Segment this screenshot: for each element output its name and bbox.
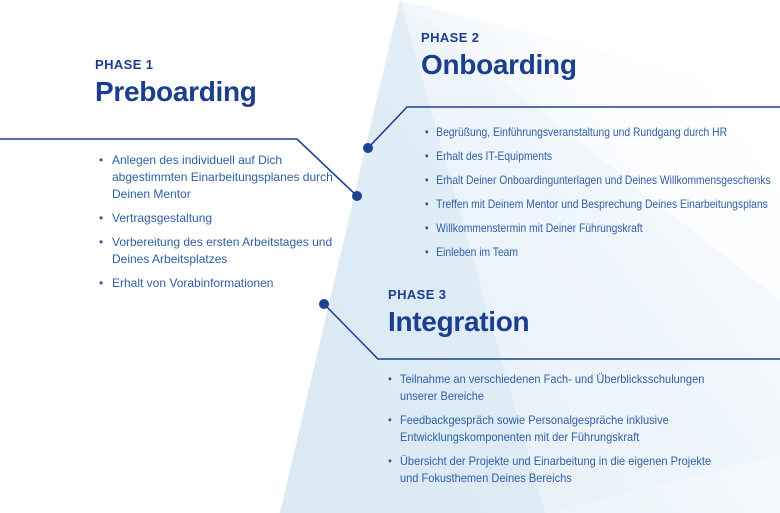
phase3-node-dot xyxy=(319,299,329,309)
phase1-items: Anlegen des individuell auf Dich abgesti… xyxy=(99,152,351,292)
bullet-item: Erhalt Deiner Onboardingunterlagen und D… xyxy=(425,172,780,189)
phase3-title: Integration xyxy=(388,306,530,337)
phase2-items: Begrüßung, Einführungsveranstaltung und … xyxy=(425,124,780,261)
phase1-title: Preboarding xyxy=(95,76,257,107)
bullet-item: Feedbackgespräch sowie Personalgespräche… xyxy=(388,412,730,446)
bullet-item: Teilnahme an verschiedenen Fach- und Übe… xyxy=(388,371,730,405)
bullet-item: Übersicht der Projekte und Einarbeitung … xyxy=(388,453,730,487)
bullet-item: Vorbereitung des ersten Arbeitstages und… xyxy=(99,234,351,268)
phase1-node-dot xyxy=(352,191,362,201)
phase3-items: Teilnahme an verschiedenen Fach- und Übe… xyxy=(388,371,730,487)
phase2-node-dot xyxy=(363,143,373,153)
bullet-item: Willkommenstermin mit Deiner Führungskra… xyxy=(425,220,780,237)
bullet-item: Einleben im Team xyxy=(425,244,780,261)
bullet-item: Erhalt des IT-Equipments xyxy=(425,148,780,165)
phase2-label: PHASE 2 xyxy=(421,30,480,45)
bullet-item: Treffen mit Deinem Mentor und Besprechun… xyxy=(425,196,780,213)
phase3-section: PHASE 3 Integration xyxy=(388,287,728,337)
bullet-item: Erhalt von Vorabinformationen xyxy=(99,275,351,292)
phase2-title: Onboarding xyxy=(421,49,577,80)
bullet-item: Begrüßung, Einführungsveranstaltung und … xyxy=(425,124,780,141)
phase2-connector-line xyxy=(367,106,780,149)
bullet-item: Vertragsgestaltung xyxy=(99,210,351,227)
bullet-item: Anlegen des individuell auf Dich abgesti… xyxy=(99,152,351,203)
phase1-section: PHASE 1 Preboarding xyxy=(95,57,395,107)
phase3-label: PHASE 3 xyxy=(388,287,447,302)
phase1-label: PHASE 1 xyxy=(95,57,154,72)
phase2-section: PHASE 2 Onboarding xyxy=(421,30,761,80)
phase3-connector-line xyxy=(323,303,780,360)
